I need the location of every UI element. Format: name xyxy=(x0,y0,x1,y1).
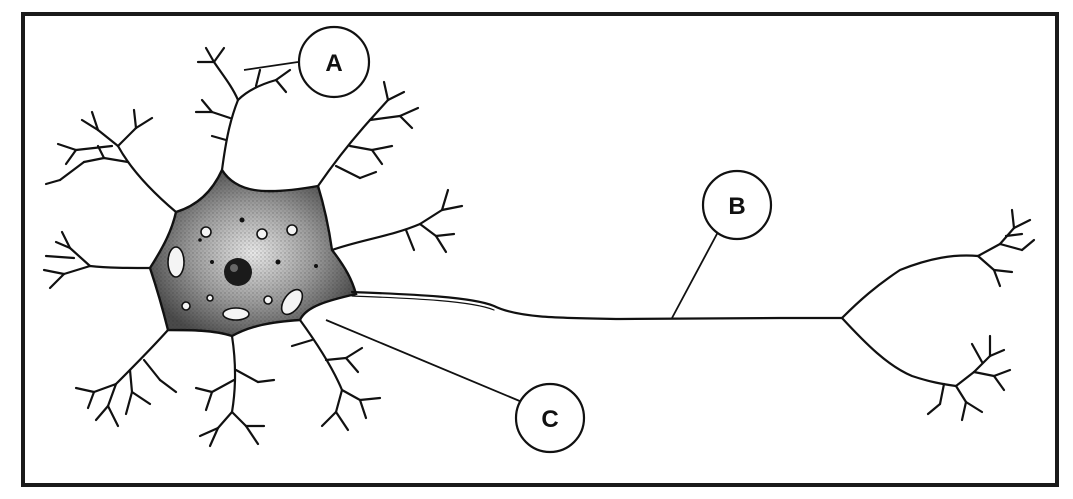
cell-body xyxy=(148,167,358,338)
leader-lines xyxy=(243,61,719,403)
label-a-text: A xyxy=(325,50,342,77)
nucleus xyxy=(224,258,252,286)
dendrites xyxy=(42,46,464,448)
label-a: A xyxy=(297,25,371,99)
label-c-text: C xyxy=(541,406,558,433)
leader-line-b xyxy=(671,231,719,319)
label-b: B xyxy=(701,169,773,241)
leader-line-c xyxy=(325,319,523,403)
label-b-text: B xyxy=(728,193,745,220)
axon xyxy=(350,208,1036,422)
leader-line-a xyxy=(243,61,299,71)
label-c: C xyxy=(514,382,586,454)
diagram-frame xyxy=(21,12,1059,487)
